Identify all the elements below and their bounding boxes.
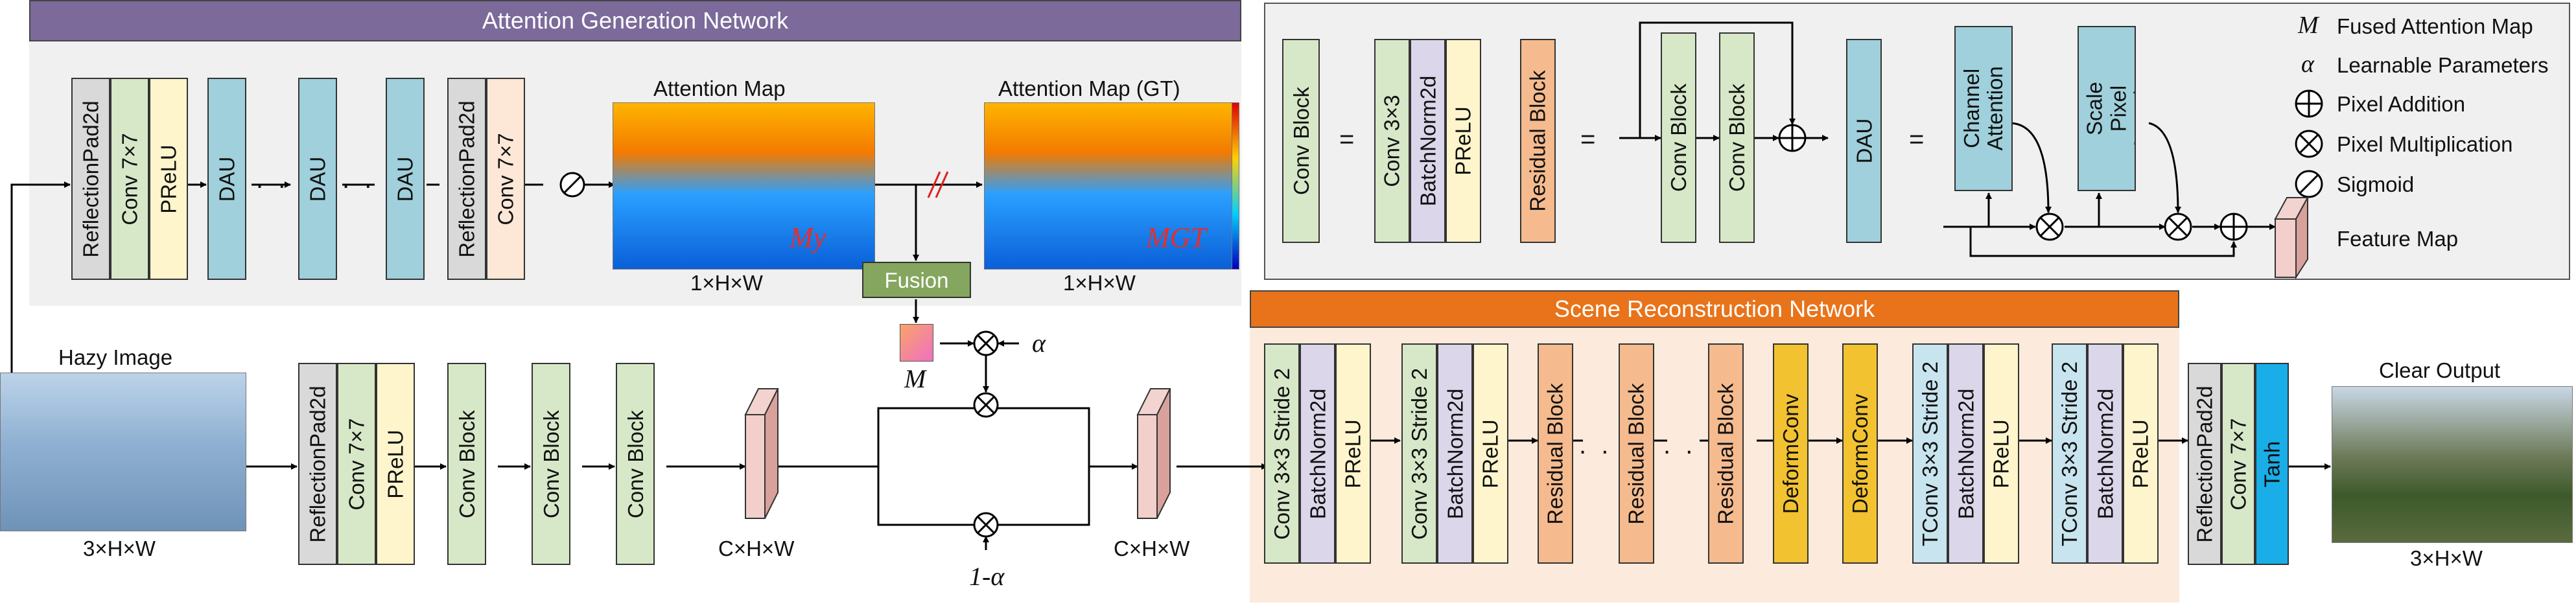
srn-ellipsis-2: . . .: [1663, 431, 1719, 459]
agn-title-banner: Attention Generation Network: [29, 0, 1241, 41]
def-channel-attention: Channel Attention: [1954, 26, 2013, 191]
srn-bn-3: BatchNorm2d: [1948, 343, 1984, 564]
out-reflectionpad: ReflectionPad2d: [2188, 363, 2221, 565]
srn-title-banner: Scene Reconstruction Network: [1250, 290, 2179, 328]
srn-bn-2: BatchNorm2d: [1437, 343, 1473, 564]
hazy-image-label: Hazy Image: [58, 345, 173, 369]
def-residual-conv-1: Conv Block: [1661, 32, 1696, 243]
srn-deformconv-1: DeformConv: [1773, 343, 1809, 564]
agn-block-prelu: PReLU: [149, 78, 188, 280]
enc-conv-block-2: Conv Block: [532, 363, 570, 565]
fused-attention-map-icon: [900, 324, 933, 362]
def-equals-3: =: [1909, 125, 1925, 154]
srn-prelu-3: PReLU: [1984, 343, 2019, 564]
srn-prelu-1: PReLU: [1335, 343, 1371, 564]
attention-map-gt-symbol: MGT: [1146, 222, 1206, 253]
clear-output-label: Clear Output: [2379, 358, 2501, 382]
legend-sigmoid-text: Sigmoid: [2337, 172, 2415, 196]
fusion-block: Fusion: [862, 262, 971, 298]
srn-prelu-2: PReLU: [1473, 343, 1508, 564]
srn-bn-1: BatchNorm2d: [1300, 343, 1335, 564]
enc-conv-block-3: Conv Block: [616, 363, 655, 565]
enc-conv7x7: Conv 7×7: [337, 363, 376, 565]
def-pixel-attention: Multi-Scale Pixel Attention: [2078, 26, 2136, 191]
def-equals-1: =: [1339, 125, 1355, 154]
legend-panel: [1264, 3, 2570, 280]
def-residual-conv-2: Conv Block: [1719, 32, 1755, 243]
hazy-image-dim: 3×H×W: [83, 536, 156, 560]
def-prelu: PReLU: [1446, 39, 1481, 243]
srn-conv-s2-2: Conv 3×3 Stride 2: [1401, 343, 1437, 564]
legend-alpha-symbol: α: [2301, 51, 2314, 78]
attention-map-image: [613, 102, 875, 270]
alpha-symbol: α: [1032, 329, 1046, 358]
attention-map-gt-label: Attention Map (GT): [998, 76, 1180, 100]
srn-conv-s2-1: Conv 3×3 Stride 2: [1264, 343, 1300, 564]
attention-map-dim: 1×H×W: [690, 271, 763, 295]
def-conv-block: Conv Block: [1282, 39, 1320, 243]
srn-title: Scene Reconstruction Network: [1554, 295, 1875, 322]
out-tanh: Tanh: [2255, 363, 2289, 565]
out-conv7x7: Conv 7×7: [2221, 363, 2255, 565]
def-equals-2: =: [1580, 125, 1596, 154]
def-conv3x3: Conv 3×3: [1374, 39, 1410, 243]
legend-m-symbol: M: [2298, 12, 2319, 39]
def-residual-block: Residual Block: [1520, 39, 1556, 243]
legend-alpha-text: Learnable Parameters: [2337, 53, 2549, 77]
one-minus-alpha-symbol: 1-α: [969, 562, 1005, 591]
def-dau: DAU: [1846, 39, 1882, 243]
srn-bn-4: BatchNorm2d: [2087, 343, 2123, 564]
hazy-image: [0, 373, 246, 531]
clear-output-image: [2332, 386, 2573, 543]
agn-ellipsis-2: . . .: [342, 165, 398, 194]
agn-title: Attention Generation Network: [482, 7, 789, 34]
srn-residual-3: Residual Block: [1708, 343, 1744, 564]
srn-deformconv-2: DeformConv: [1842, 343, 1878, 564]
attention-map-symbol: My: [790, 222, 826, 253]
attention-map-gt-image: [984, 102, 1234, 270]
agn-block-dau-1: DAU: [207, 78, 246, 280]
legend-add-text: Pixel Addition: [2337, 92, 2466, 116]
srn-tconv-1: TConv 3×3 Stride 2: [1912, 343, 1948, 564]
agn-block-reflectionpad-2: ReflectionPad2d: [447, 78, 486, 280]
legend-multiply-text: Pixel Multiplication: [2337, 132, 2513, 156]
attention-map-gt-dim: 1×H×W: [1063, 271, 1136, 295]
agn-block-reflectionpad: ReflectionPad2d: [71, 78, 110, 280]
feature-dim-1: C×H×W: [718, 536, 795, 560]
srn-residual-2: Residual Block: [1619, 343, 1654, 564]
srn-prelu-4: PReLU: [2123, 343, 2159, 564]
legend-feature-map-text: Feature Map: [2337, 227, 2459, 251]
legend-m-text: Fused Attention Map: [2337, 14, 2533, 38]
def-batchnorm: BatchNorm2d: [1410, 39, 1446, 243]
srn-tconv-2: TConv 3×3 Stride 2: [2052, 343, 2087, 564]
clear-output-dim: 3×H×W: [2410, 546, 2483, 570]
enc-reflectionpad: ReflectionPad2d: [298, 363, 337, 565]
agn-block-conv7x7-2: Conv 7×7: [486, 78, 525, 280]
agn-block-dau-3: DAU: [386, 78, 425, 280]
srn-residual-1: Residual Block: [1538, 343, 1573, 564]
m-symbol: M: [904, 364, 926, 393]
agn-block-dau-2: DAU: [298, 78, 337, 280]
attention-map-label: Attention Map: [653, 76, 786, 100]
enc-conv-block-1: Conv Block: [447, 363, 486, 565]
enc-prelu: PReLU: [376, 363, 415, 565]
colorbar: [1232, 102, 1239, 270]
agn-block-conv7x7: Conv 7×7: [110, 78, 149, 280]
feature-dim-2: C×H×W: [1114, 536, 1190, 560]
